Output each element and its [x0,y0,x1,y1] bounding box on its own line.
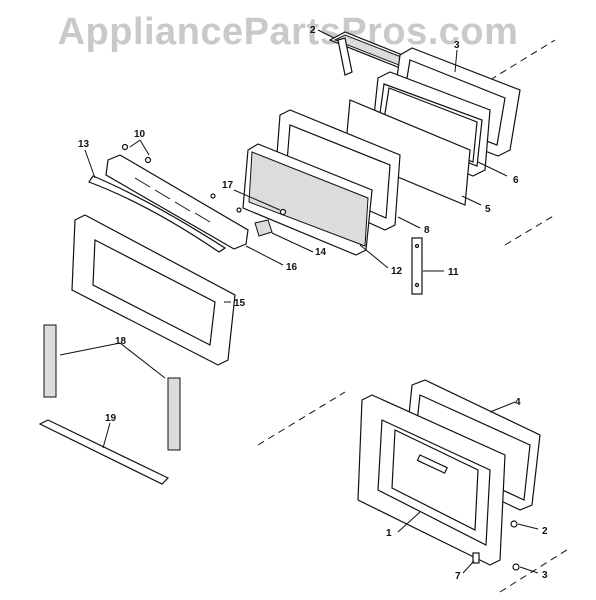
callout-11: 11 [448,267,459,278]
part-door-handle [88,175,227,253]
callout-12: 12 [391,266,403,277]
callout-14: 14 [315,247,327,258]
part-side-bracket [411,237,423,295]
part-bottom-rail [38,419,170,485]
callout-4: 4 [515,397,521,408]
separator-line-lower [257,391,346,446]
callout-16: 16 [286,262,298,273]
separator-line-middle [504,214,556,246]
callout-6: 6 [513,175,519,186]
callout-13: 13 [78,139,90,150]
part-inner-door-liner [357,394,506,566]
part-clip-7 [472,552,480,564]
part-side-trim-left [43,324,57,398]
part-nut-3 [512,563,520,571]
separator-line-bottom [499,547,571,593]
part-bumper-2 [510,520,518,528]
callout-8: 8 [424,225,430,236]
part-outer-door-panel [71,214,236,366]
watermark-text: AppliancePartsPros.com [57,11,519,53]
part-control-panel-trim [105,154,249,250]
callout-18: 18 [115,336,127,347]
part-side-trim-right [167,377,181,451]
callout-5: 5 [485,204,491,215]
callout-10: 10 [134,129,146,140]
separator-line-top [489,39,556,81]
callout-7: 7 [455,571,461,582]
part-screws [121,143,242,213]
callout-2-top: 2 [310,25,316,36]
callout-2-lower: 2 [542,526,548,537]
part-latch-clip [254,219,273,237]
callout-17: 17 [222,180,234,191]
callout-3-lower: 3 [542,570,548,581]
callout-1: 1 [386,528,392,539]
callout-15: 15 [234,298,246,309]
callout-3-top: 3 [454,40,460,51]
part-screw-17 [279,208,287,216]
callout-19: 19 [105,413,117,424]
